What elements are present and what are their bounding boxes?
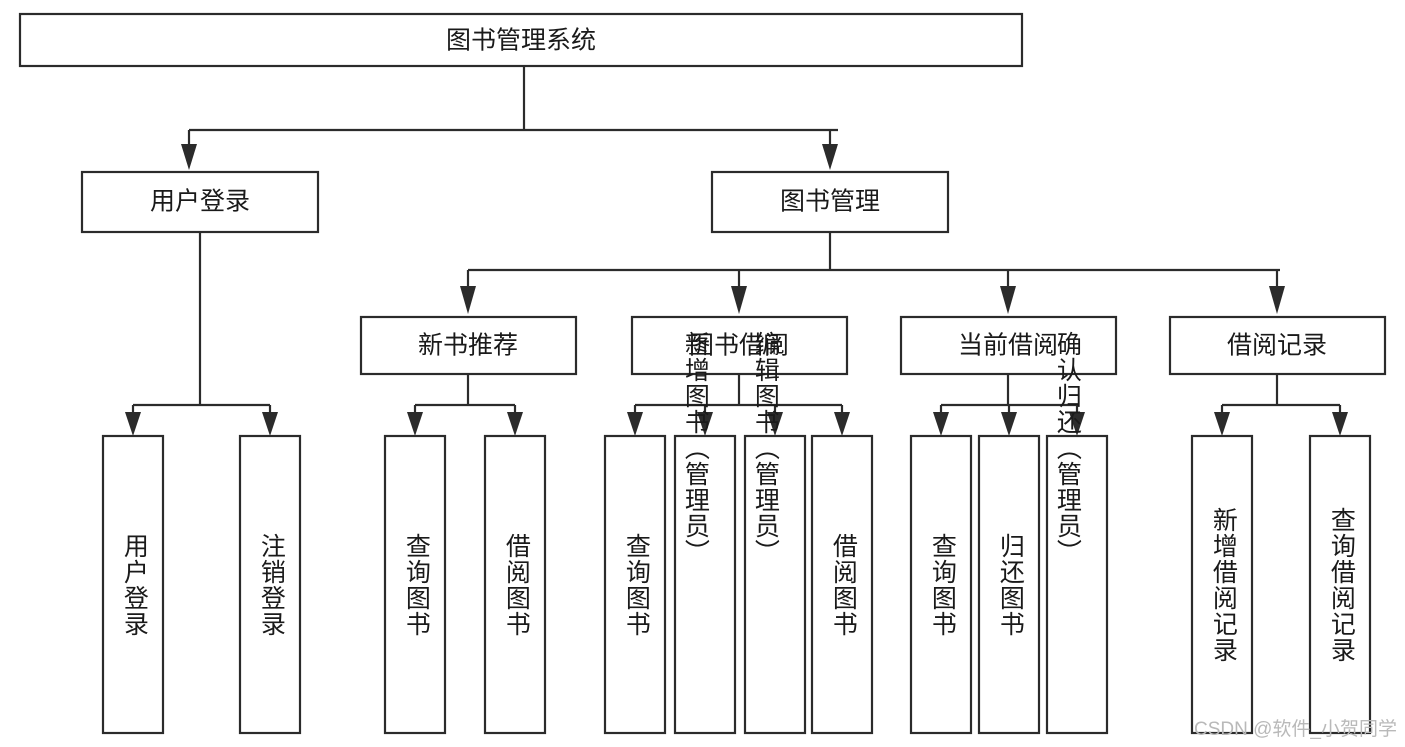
- node-leaf-bb-borrow-book[interactable]: 借阅图书: [810, 434, 874, 735]
- arrow-head-bb-leaf-2: [697, 412, 713, 436]
- node-book-management[interactable]: 图书管理: [710, 170, 950, 234]
- leaf-box-cb-3: [1045, 434, 1109, 735]
- edges-new-book-recommend-to-leaves: [407, 374, 523, 436]
- leaf-box-bb-2: [673, 434, 737, 735]
- arrow-head-br-leaf-2: [1332, 412, 1348, 436]
- book-management-label: 图书管理: [780, 188, 880, 216]
- root-label: 图书管理系统: [446, 27, 596, 55]
- arrow-head-to-book-mgmt: [822, 144, 838, 170]
- book-borrow-label: 图书借阅: [689, 332, 789, 360]
- leaf-box-user-login-2: [238, 434, 302, 735]
- leaf-box-nbr-2: [483, 434, 547, 735]
- node-leaf-nbr-borrow-book[interactable]: 借阅图书: [483, 434, 547, 735]
- borrow-record-label: 借阅记录: [1227, 332, 1327, 360]
- arrow-head-level3-3: [1000, 286, 1016, 314]
- node-leaf-bb-query-book[interactable]: 查询图书: [603, 434, 667, 735]
- leaf-label-bb-2: 新增图书（管理员）: [681, 331, 710, 565]
- new-book-recommend-label: 新书推荐: [418, 332, 518, 360]
- leaf-label-cb-3: 确认归还（管理员）: [1053, 331, 1082, 565]
- arrow-head-level3-4: [1269, 286, 1285, 314]
- edges-root-to-level2: [181, 66, 838, 170]
- arrow-head-bb-leaf-4: [834, 412, 850, 436]
- csdn-watermark: CSDN @软件_小贺同学: [1194, 719, 1397, 740]
- user-login-label: 用户登录: [150, 188, 250, 216]
- current-borrow-box: [899, 315, 1118, 376]
- leaf-label-br-1: 新增借阅记录: [1209, 507, 1238, 663]
- leaf-box-bb-3: [743, 434, 807, 735]
- node-leaf-cb-query-book[interactable]: 查询图书: [909, 434, 973, 735]
- new-book-recommend-box: [359, 315, 578, 376]
- node-leaf-user-login-logout[interactable]: 注销登录: [238, 434, 302, 735]
- node-book-borrow[interactable]: 图书借阅: [630, 315, 849, 376]
- leaf-label-bb-3: 编辑图书（管理员）: [751, 331, 780, 565]
- leaf-label-nbr-2: 借阅图书: [502, 533, 531, 637]
- arrow-head-nbr-leaf-1: [407, 412, 423, 436]
- node-root[interactable]: 图书管理系统: [18, 12, 1024, 68]
- leaf-label-user-login-2: 注销登录: [257, 533, 286, 637]
- arrow-head-level3-1: [460, 286, 476, 314]
- current-borrow-label: 当前借阅: [958, 332, 1058, 360]
- edges-book-borrow-to-leaves: [627, 374, 850, 436]
- leaf-box-br-1: [1190, 434, 1254, 735]
- arrow-head-br-leaf-1: [1214, 412, 1230, 436]
- leaf-label-bb-1: 查询图书: [622, 533, 651, 637]
- arrow-head-to-user-login: [181, 144, 197, 170]
- arrow-head-cb-leaf-3: [1069, 412, 1085, 436]
- arrow-head-nbr-leaf-2: [507, 412, 523, 436]
- leaf-box-bb-1: [603, 434, 667, 735]
- node-leaf-user-login-login[interactable]: 用户登录: [101, 434, 165, 735]
- book-borrow-box: [630, 315, 849, 376]
- borrow-record-box: [1168, 315, 1387, 376]
- node-leaf-nbr-query-book[interactable]: 查询图书: [383, 434, 447, 735]
- node-new-book-recommend[interactable]: 新书推荐: [359, 315, 578, 376]
- node-leaf-cb-return-book[interactable]: 归还图书: [977, 434, 1041, 735]
- arrow-head-bb-leaf-3: [767, 412, 783, 436]
- node-borrow-record[interactable]: 借阅记录: [1168, 315, 1387, 376]
- node-leaf-cb-confirm-return[interactable]: 确认归还（管理员）: [1045, 331, 1109, 735]
- arrow-head-cb-leaf-1: [933, 412, 949, 436]
- leaf-label-nbr-1: 查询图书: [402, 533, 431, 637]
- node-current-borrow[interactable]: 当前借阅: [899, 315, 1118, 376]
- edges-borrow-record-to-leaves: [1214, 374, 1348, 436]
- arrow-head-user-login-leaf-1: [125, 412, 141, 436]
- leaf-label-br-2: 查询借阅记录: [1327, 507, 1356, 663]
- leaf-label-cb-2: 归还图书: [996, 533, 1025, 637]
- leaf-box-br-2: [1308, 434, 1372, 735]
- node-leaf-bb-add-book[interactable]: 新增图书（管理员）: [673, 331, 737, 735]
- leaf-box-bb-4: [810, 434, 874, 735]
- node-leaf-bb-edit-book[interactable]: 编辑图书（管理员）: [743, 331, 807, 735]
- edges-user-login-to-leaves: [125, 232, 278, 436]
- node-leaf-br-add-record[interactable]: 新增借阅记录: [1190, 434, 1254, 735]
- leaf-label-cb-1: 查询图书: [928, 533, 957, 637]
- arrow-head-bb-leaf-1: [627, 412, 643, 436]
- leaf-label-user-login-1: 用户登录: [120, 533, 149, 637]
- leaf-box-cb-1: [909, 434, 973, 735]
- leaf-box-cb-2: [977, 434, 1041, 735]
- leaf-box-nbr-1: [383, 434, 447, 735]
- node-leaf-br-query-record[interactable]: 查询借阅记录: [1308, 434, 1372, 735]
- edges-current-borrow-to-leaves: [933, 374, 1085, 436]
- node-user-login[interactable]: 用户登录: [80, 170, 320, 234]
- leaf-label-bb-4: 借阅图书: [829, 533, 858, 637]
- edges-book-mgmt-to-level3: [460, 232, 1285, 314]
- book-management-box: [710, 170, 950, 234]
- arrow-head-level3-2: [731, 286, 747, 314]
- arrow-head-cb-leaf-2: [1001, 412, 1017, 436]
- root-box: [18, 12, 1024, 68]
- arrow-head-user-login-leaf-2: [262, 412, 278, 436]
- leaf-box-user-login-1: [101, 434, 165, 735]
